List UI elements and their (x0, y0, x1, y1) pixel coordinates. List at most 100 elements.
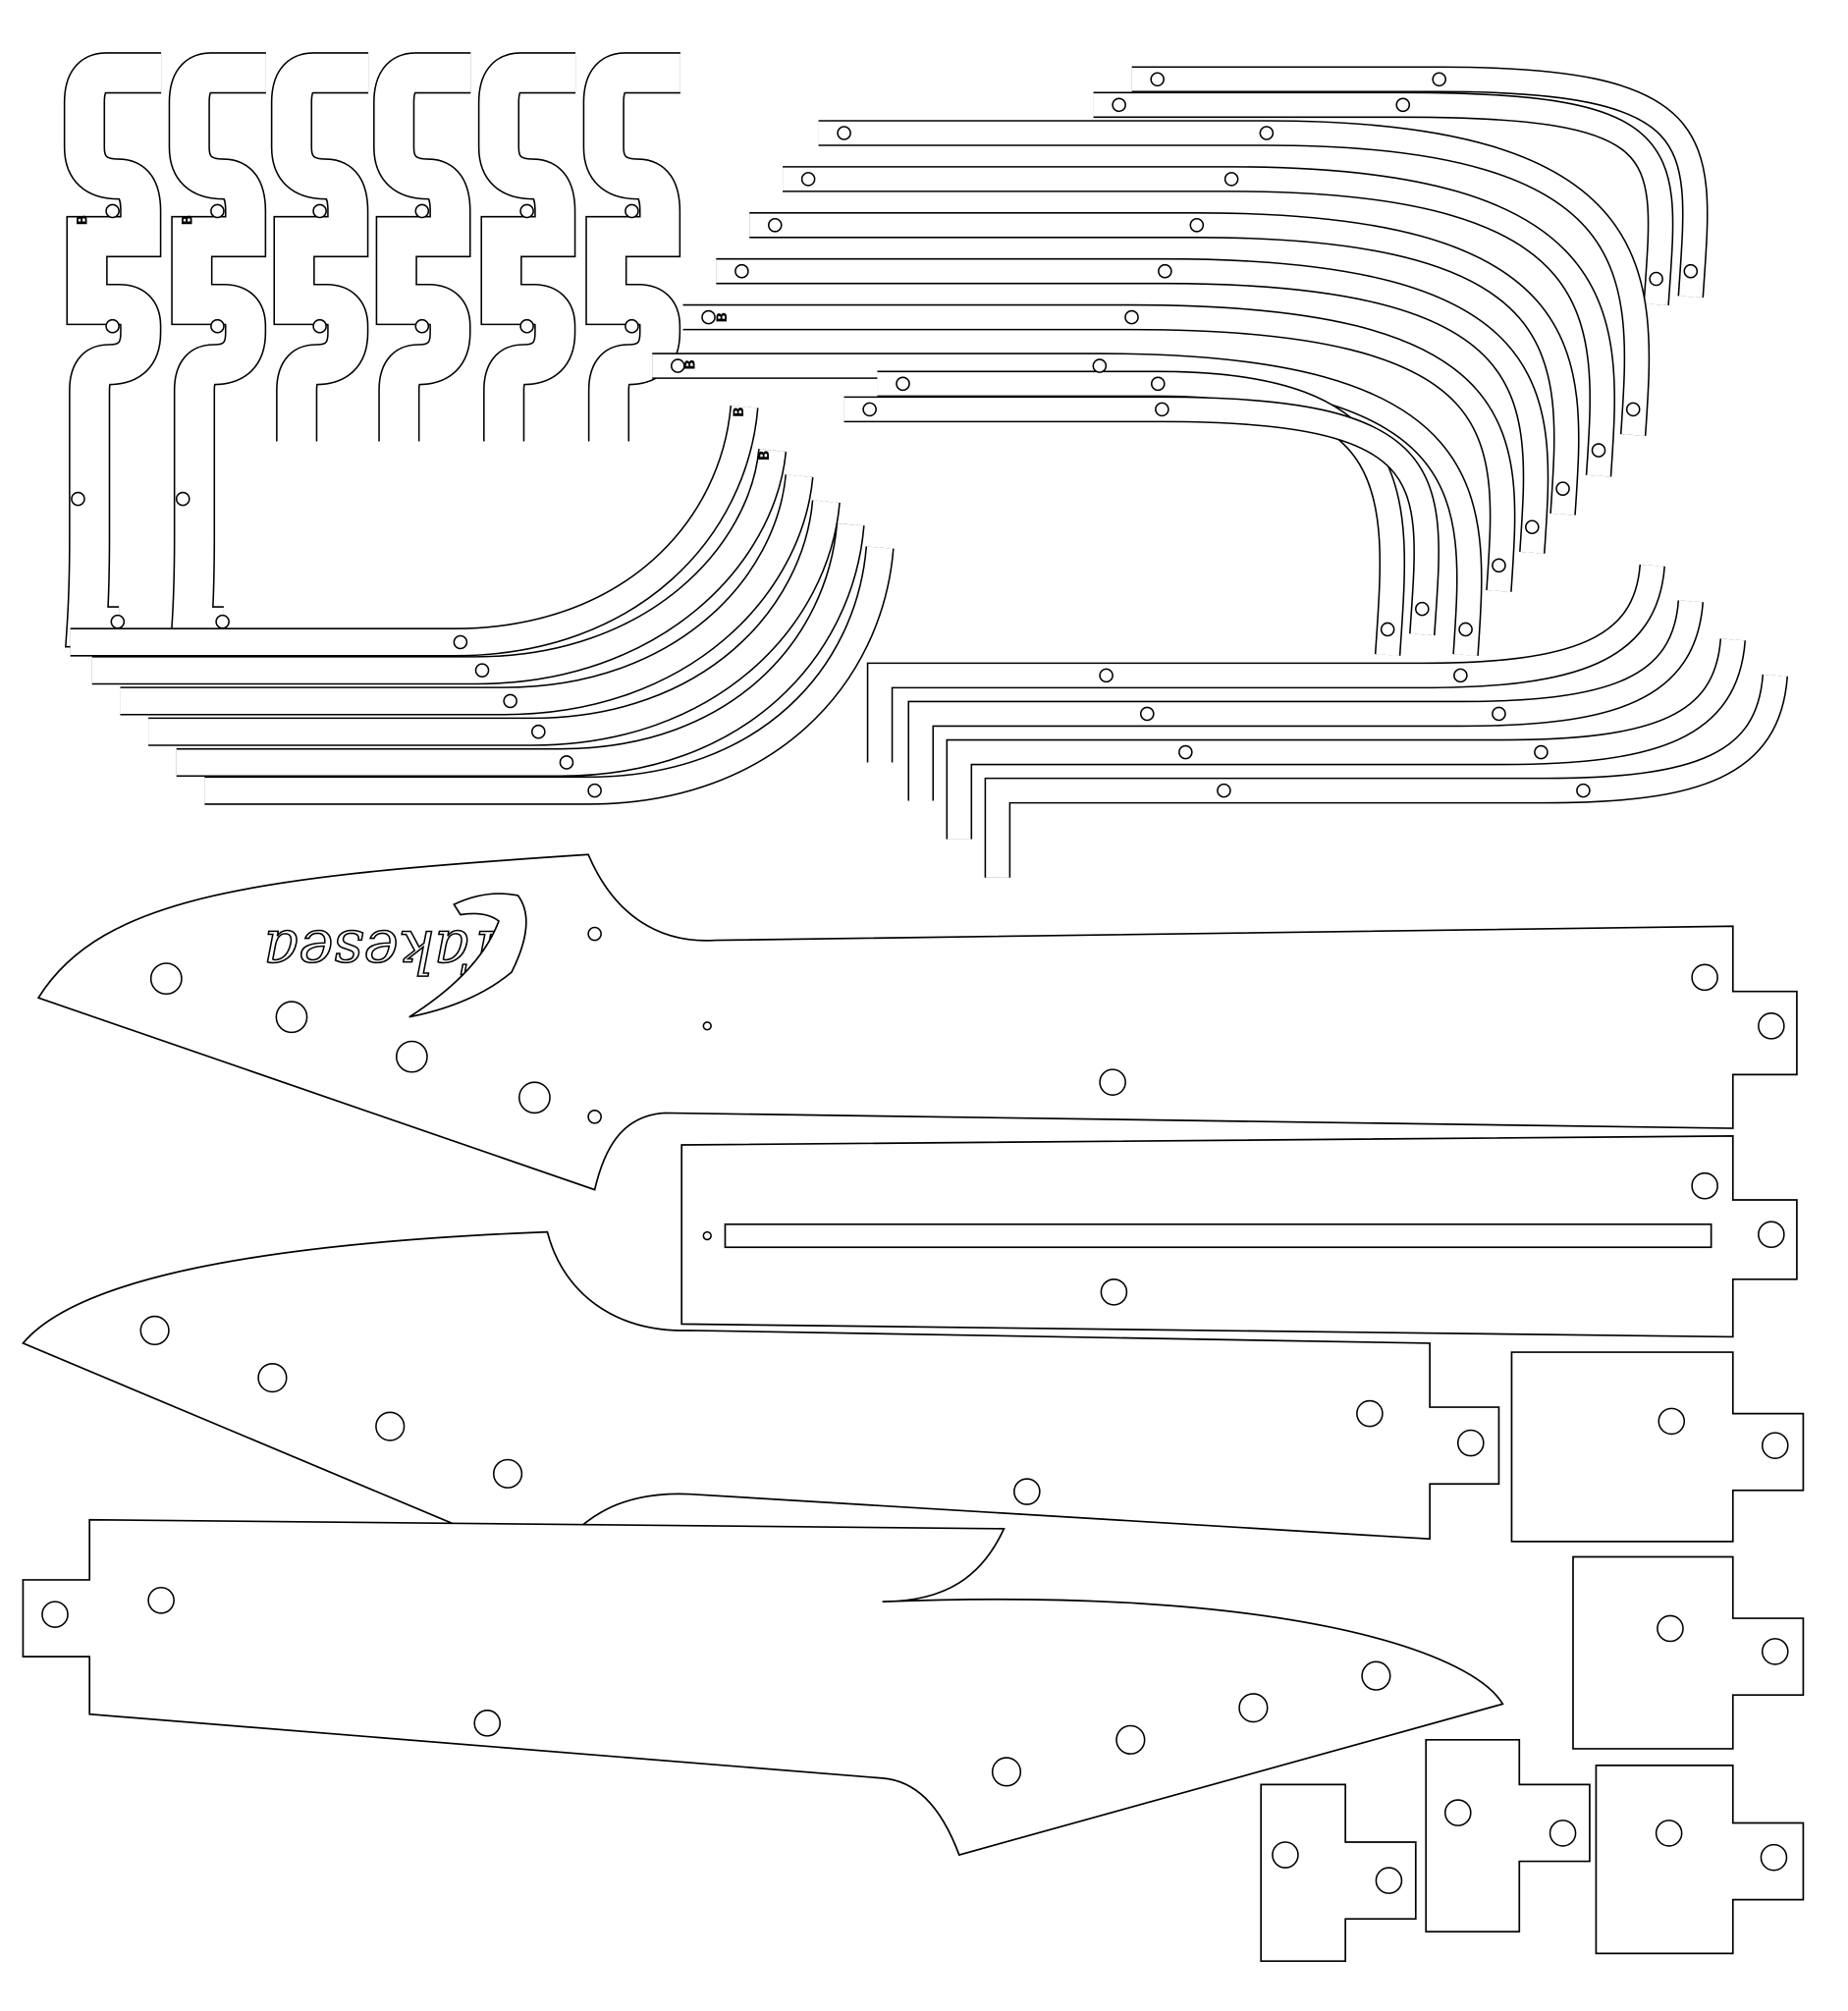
s-bracket-3-body (272, 53, 369, 442)
upper-arc-1-body (1131, 68, 1707, 299)
hole (1492, 706, 1506, 722)
lower-arc-3-body (120, 474, 812, 714)
hole (1099, 1068, 1126, 1096)
upper-arc-3-body (818, 121, 1649, 436)
hole (1758, 1012, 1785, 1040)
mid-arc-1 (866, 564, 1665, 763)
hole (1492, 558, 1506, 573)
hole (492, 1458, 523, 1489)
mid-arc-3 (946, 638, 1747, 840)
hole (474, 663, 490, 678)
tab-plate-1 (1510, 1351, 1805, 1543)
s-bracket-6 (582, 52, 681, 442)
lower-arc-2 (91, 448, 788, 685)
hole (257, 1363, 288, 1393)
hole (1099, 668, 1114, 683)
upper-arc-10 (843, 396, 1440, 636)
lower-arc-4-body (148, 500, 840, 745)
hole (1432, 72, 1446, 87)
hole (149, 962, 183, 996)
tab-plate-3 (1595, 1765, 1805, 1955)
hole (519, 318, 534, 334)
hole (1092, 358, 1108, 373)
hole (1760, 1843, 1788, 1872)
hole (1758, 1221, 1785, 1249)
hole (395, 1040, 428, 1073)
bracket-and-arc-parts (63, 52, 1789, 878)
lower-arc-6 (204, 546, 895, 805)
upper-arc-4-body (783, 167, 1614, 477)
hole (1356, 1399, 1384, 1428)
takesea-logo: Takesea (263, 893, 527, 1018)
lower-arc-6-body (204, 546, 894, 804)
hole (991, 1757, 1022, 1787)
upper-arc-9-body (877, 372, 1404, 656)
lower-arc-5 (176, 522, 865, 778)
part-mark-b: B (757, 450, 773, 461)
hole (837, 126, 851, 140)
hole (1178, 744, 1193, 760)
headstock-plate-middle (22, 1230, 1500, 1565)
hole (1217, 783, 1231, 798)
hole (1761, 1638, 1789, 1665)
upper-arc-1 (1131, 66, 1709, 299)
hole (1100, 1278, 1128, 1306)
upper-arc-5 (749, 212, 1580, 516)
lower-arc-2-body (91, 449, 786, 683)
mid-arc-4-body (986, 674, 1787, 878)
hole (312, 318, 327, 334)
lower-arc-1 (70, 405, 759, 657)
hole (531, 724, 546, 739)
hole (215, 614, 230, 629)
upper-arc-8 (652, 353, 1483, 656)
hole (518, 1081, 551, 1114)
hole (375, 1411, 406, 1441)
s-bracket-2-body (170, 53, 266, 646)
part-mark-b: B (76, 215, 91, 226)
hole (1158, 263, 1172, 279)
hole (1525, 519, 1540, 535)
hole (587, 783, 602, 798)
hole (1658, 1407, 1686, 1436)
hole (1124, 309, 1139, 325)
s-bracket-2 (168, 52, 267, 648)
s-bracket-1 (63, 52, 162, 648)
hole (503, 693, 517, 709)
hole (519, 203, 534, 219)
hole (414, 318, 430, 334)
hole (1150, 72, 1165, 87)
upper-arc-10-outline (843, 396, 1440, 636)
headstock-plate-top (36, 853, 1798, 1191)
hole (41, 1601, 69, 1628)
s-bracket-4-body (374, 53, 471, 442)
hole (1395, 97, 1411, 113)
hole (734, 263, 749, 279)
headstock-plates (22, 853, 1805, 1963)
hole (625, 203, 639, 219)
mounting-holes (41, 72, 1789, 1894)
hole (1456, 1429, 1485, 1457)
hole (1691, 963, 1718, 992)
lower-arc-1-outline (70, 405, 759, 657)
hole (1115, 1724, 1146, 1755)
hole (587, 926, 602, 942)
upper-arc-6 (716, 257, 1549, 554)
part-mark-b: B (180, 215, 195, 226)
hole (473, 1710, 502, 1737)
lower-arc-1-body (70, 406, 757, 656)
lower-arc-3 (120, 474, 814, 716)
upper-arc-9 (877, 370, 1406, 656)
tab-plate-4 (1425, 1738, 1591, 1933)
upper-arc-7 (682, 303, 1516, 592)
hole (414, 203, 430, 219)
s-bracket-1-body (65, 53, 162, 646)
upper-arc-7-body (682, 305, 1514, 592)
hole (1683, 263, 1699, 279)
mid-arc-1-body (868, 564, 1664, 763)
hole (1625, 402, 1641, 417)
upper-arc-2-body (1093, 93, 1672, 305)
s-bracket-3 (270, 52, 369, 442)
hole (1549, 1820, 1577, 1847)
